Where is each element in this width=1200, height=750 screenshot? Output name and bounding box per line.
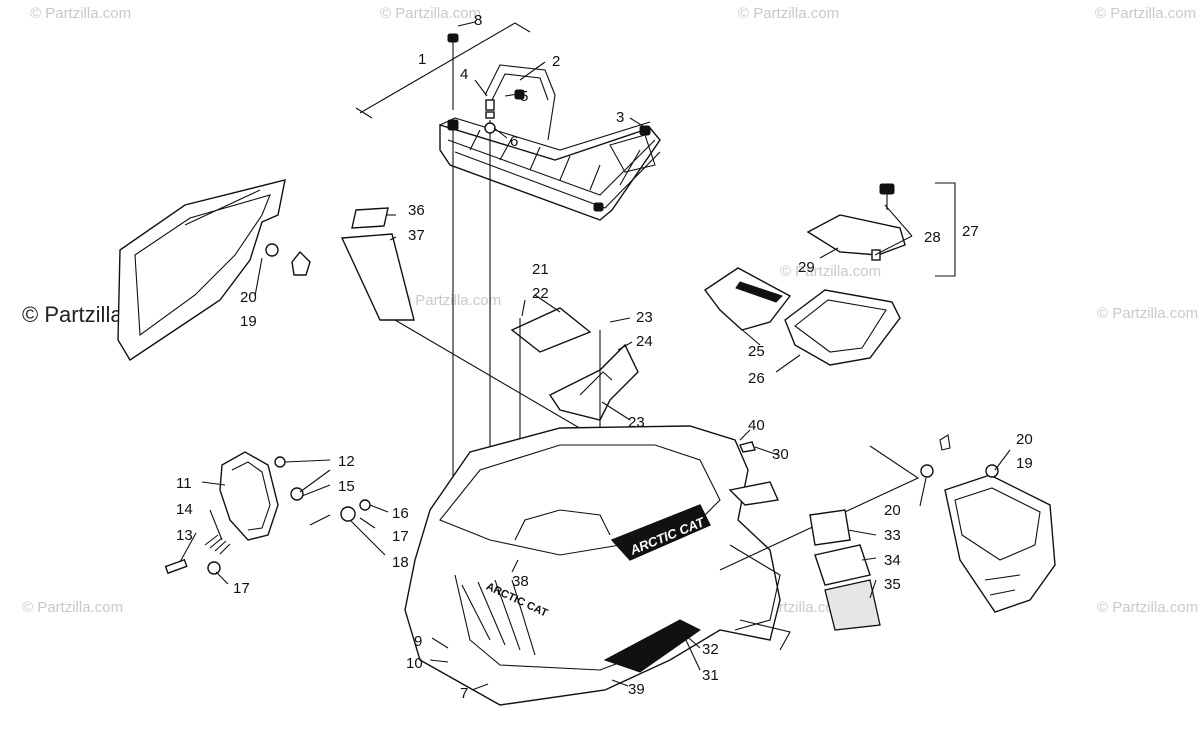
- watermark-text: © Partzilla.com: [1097, 599, 1198, 616]
- callout-1: 1: [418, 51, 426, 68]
- callout-30: 30: [772, 446, 789, 463]
- bracket-line-1: [359, 22, 531, 114]
- callout-9: 9: [414, 633, 422, 650]
- callout-35: 35: [884, 576, 901, 593]
- callout-7: 7: [460, 685, 468, 702]
- callout-37: 37: [408, 227, 425, 244]
- callout-22: 22: [532, 285, 549, 302]
- callout-20-right: 20: [1016, 431, 1033, 448]
- callout-32: 32: [702, 641, 719, 658]
- callout-12: 12: [338, 453, 355, 470]
- watermark-text: © Partzilla.com: [400, 292, 501, 309]
- callout-19-right: 19: [1016, 455, 1033, 472]
- callout-17b: 17: [233, 580, 250, 597]
- callout-36: 36: [408, 202, 425, 219]
- callout-29: 29: [798, 259, 815, 276]
- callout-25: 25: [748, 343, 765, 360]
- callout-4: 4: [460, 66, 468, 83]
- callout-6: 6: [510, 133, 518, 150]
- callout-24: 24: [636, 333, 653, 350]
- callout-39: 39: [628, 681, 645, 698]
- callout-18: 18: [392, 554, 409, 571]
- callout-20-mid: 20: [884, 502, 901, 519]
- watermark-text: © Partzilla.com: [30, 5, 131, 22]
- bracket-tick: [355, 107, 373, 119]
- callout-19-left: 19: [240, 313, 257, 330]
- callout-13: 13: [176, 527, 193, 544]
- callout-20-left: 20: [240, 289, 257, 306]
- callout-15: 15: [338, 478, 355, 495]
- decal-33-35: [809, 509, 881, 631]
- callout-labels: 1 2 3 4 5 6 7 8 9 10 11 12 13 14 15 16 1…: [176, 12, 1033, 702]
- callout-28: 28: [924, 229, 941, 246]
- callout-21: 21: [532, 261, 549, 278]
- callout-2: 2: [552, 53, 560, 70]
- rear-rack: [439, 64, 661, 221]
- watermark-text: © Partzilla.com: [1095, 5, 1196, 22]
- callout-3: 3: [616, 109, 624, 126]
- callout-11: 11: [176, 475, 192, 492]
- callout-31: 31: [702, 667, 719, 684]
- storage-box: [703, 182, 956, 366]
- callout-14: 14: [176, 501, 193, 518]
- watermark-text: © Partzilla.com: [780, 263, 881, 280]
- callout-23-top: 23: [636, 309, 653, 326]
- callout-33: 33: [884, 527, 901, 544]
- callout-17: 17: [392, 528, 409, 545]
- right-side-panel: [719, 434, 1056, 613]
- callout-26: 26: [748, 370, 765, 387]
- watermark-text: © Partzilla.com: [738, 5, 839, 22]
- headlight-assembly: [164, 451, 371, 575]
- callout-23-bottom: 23: [628, 414, 645, 431]
- callout-40: 40: [748, 417, 765, 434]
- callout-10: 10: [406, 655, 423, 672]
- left-side-panel: [117, 179, 311, 361]
- decal-36-37: [340, 207, 601, 441]
- front-body: ARCTIC CAT ARCTIC CAT: [404, 425, 791, 706]
- callout-27: 27: [962, 223, 979, 240]
- watermark-text: © Partzilla.com: [380, 5, 481, 22]
- callout-38: 38: [512, 573, 529, 590]
- leader-lines: [179, 21, 1011, 691]
- callout-5: 5: [520, 88, 528, 105]
- callout-16: 16: [392, 505, 409, 522]
- watermark-text: © Partzilla.com: [1097, 305, 1198, 322]
- watermark-text: © Partzilla.com: [22, 599, 123, 616]
- callout-8: 8: [474, 12, 482, 29]
- callout-34: 34: [884, 552, 901, 569]
